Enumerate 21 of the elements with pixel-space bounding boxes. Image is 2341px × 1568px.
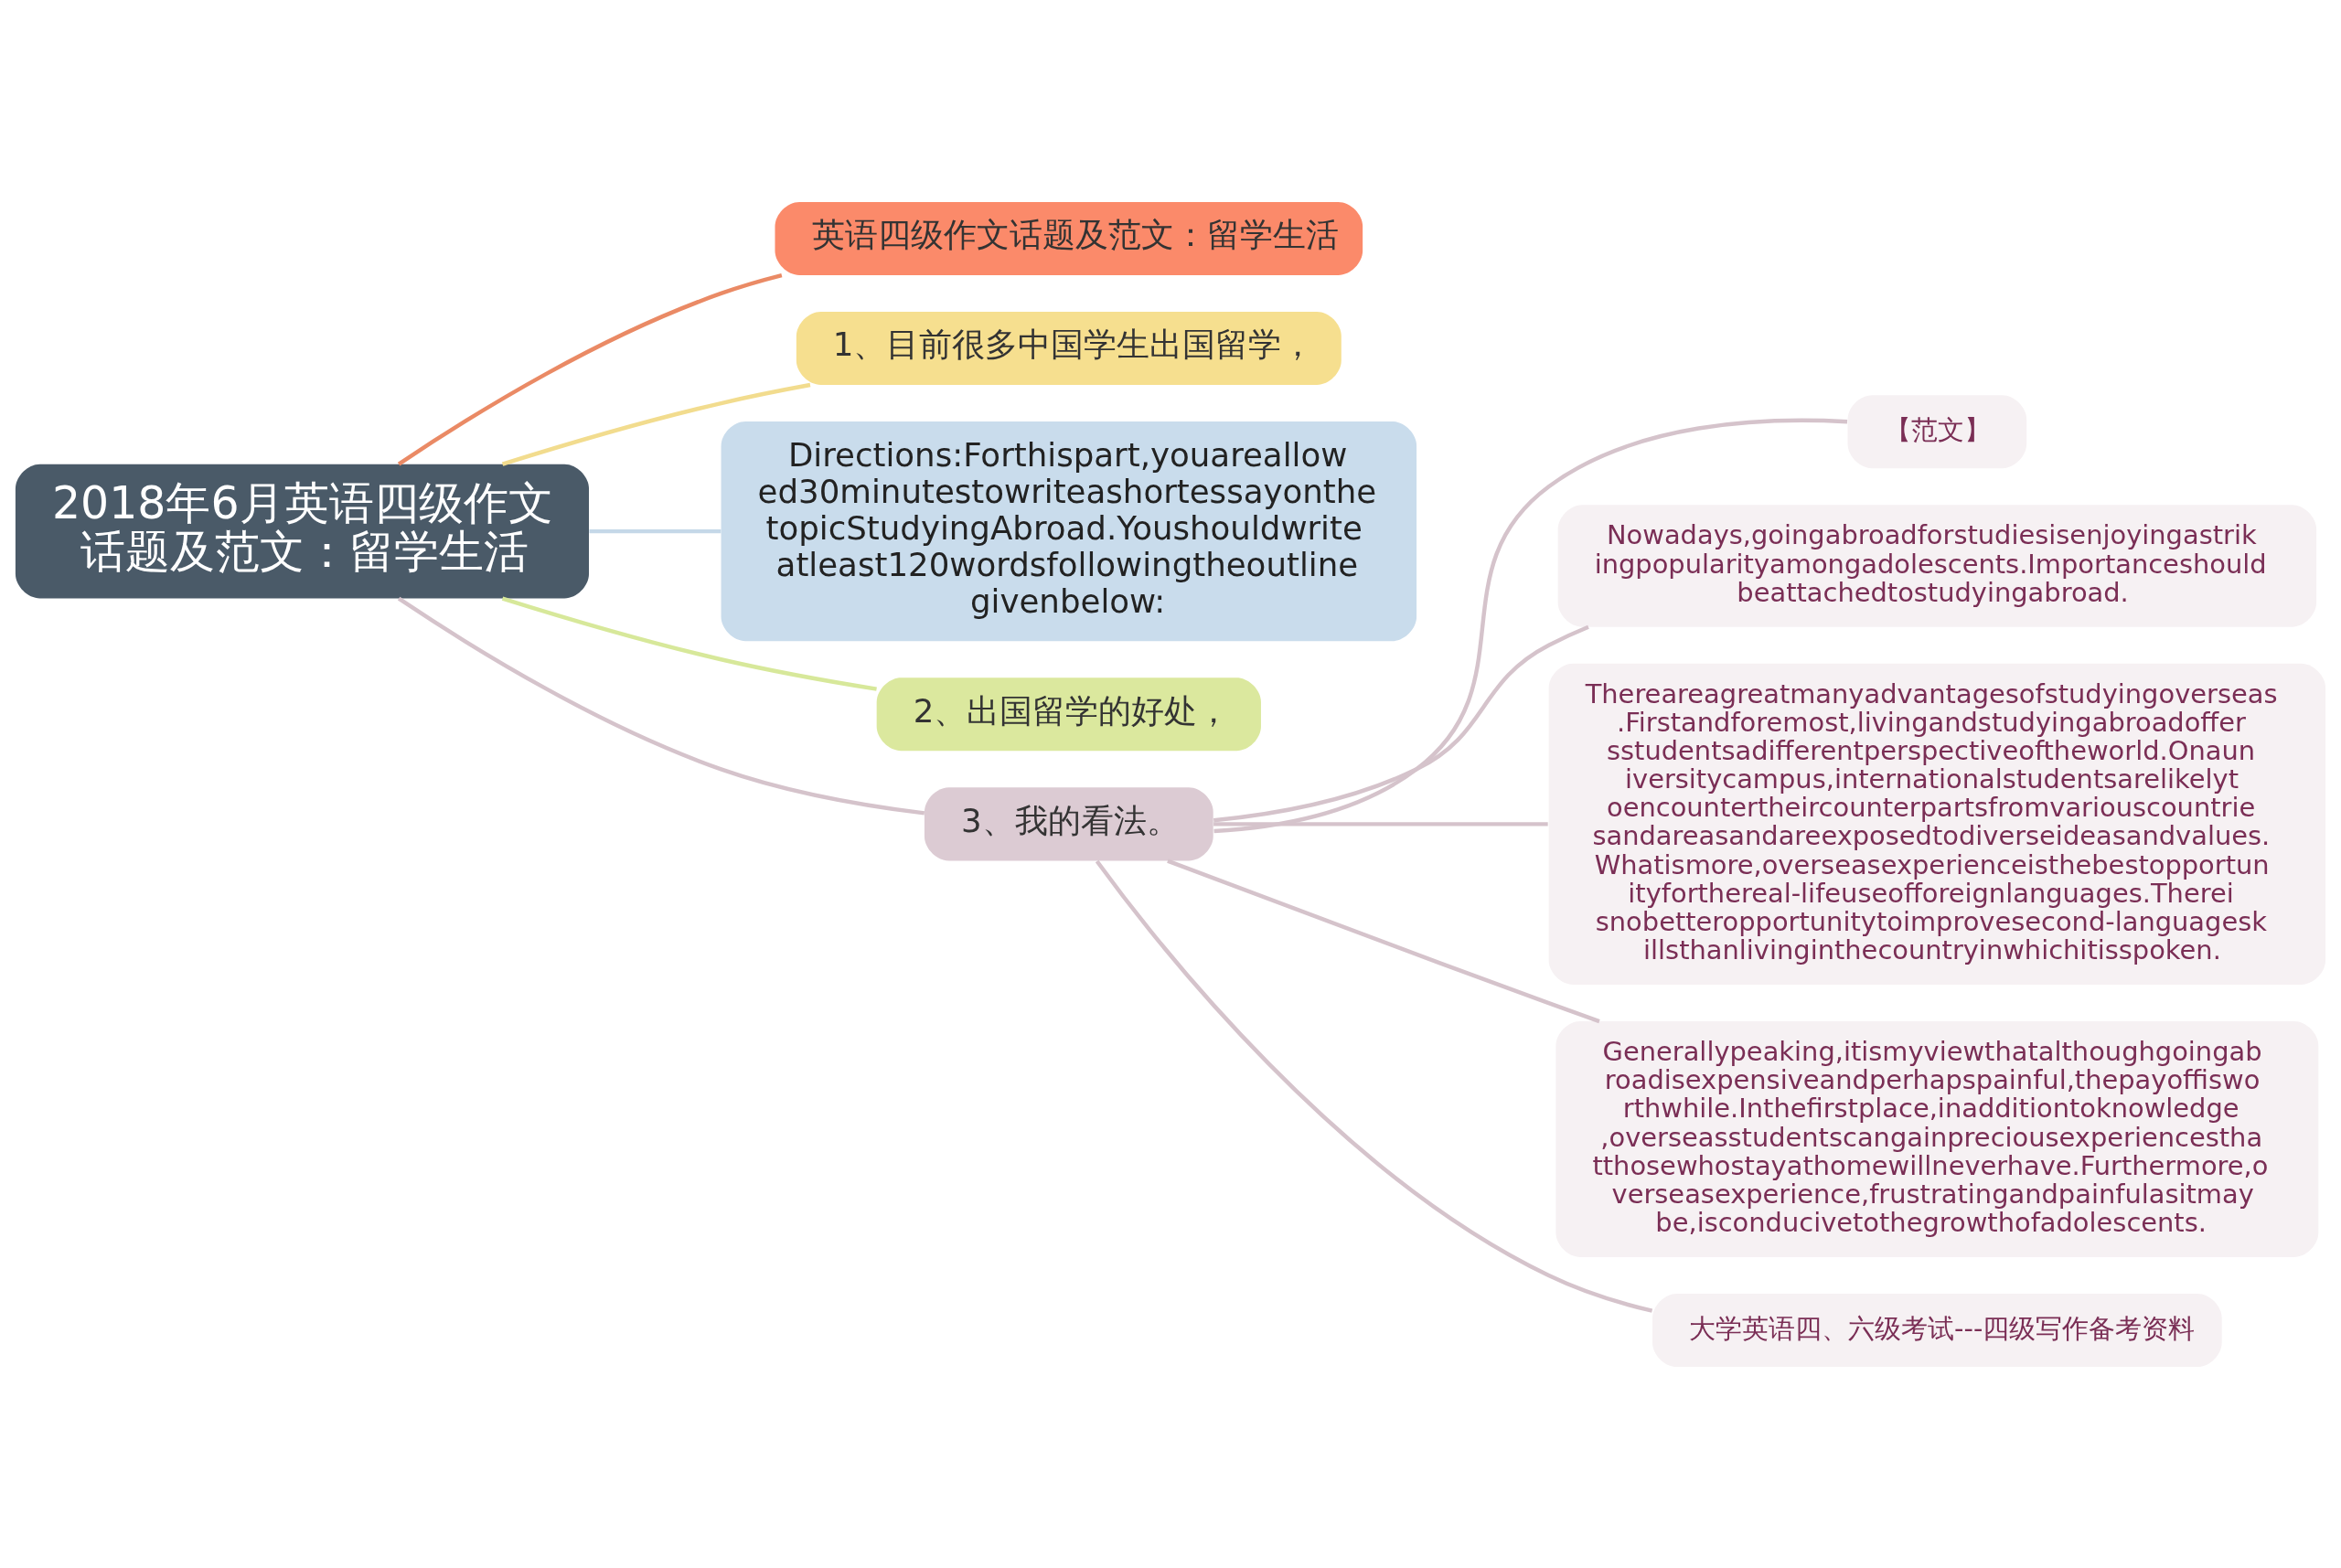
node-box: Nowadays,goingabroadforstudiesisenjoyingastrikingpopularityamongadolescents.Importanceshouldbeattachedtostudyingabroad.	[1557, 504, 2317, 627]
node-box: 英语四级作文话题及范文：留学生活	[775, 201, 1363, 275]
connector	[1213, 821, 1548, 827]
node-box: 2、出国留学的好处，	[876, 677, 1261, 751]
connector	[1167, 859, 1600, 1023]
node-box: 1、目前很多中国学生出国留学，	[796, 311, 1342, 385]
connector	[501, 595, 877, 691]
node-box: 【范文】	[1847, 394, 2027, 468]
node-box: 2018年6月英语四级作文话题及范文：留学生活	[15, 464, 589, 599]
connector	[397, 596, 925, 816]
connector	[589, 528, 722, 533]
node-box: 大学英语四、六级考试---四级写作备考资料	[1652, 1293, 2222, 1367]
connector	[501, 382, 811, 466]
node-box: Generallypeaking,itismyviewthatalthoughgoingabroadisexpensiveandperhapspainful,thepayoffisworthwhile.Inthefirstplace,inadditiontoknowledge,overseasstudentscangainpreciousexperiencesthatthosewhostayathomewillneverhave.Furthermore,overseasexperience,frustratingandpainfulasitmaybe,isconducivetothegrowthofadolescents.	[1555, 1020, 2319, 1257]
connector	[397, 272, 783, 465]
node-box: Thereareagreatmanyadvantagesofstudyingoverseas.Firstandforemost,livingandstudyingabroadoffersstudentsadifferentperspectiveoftheworld.Onauniversitycampus,internationalstudentsarelikelytoencountertheircounterpartsfromvariouscountriesandareasandareexposedtodiverseideasandvalues.Whatismore,overseasexperienceisthebestopportunityforthereal-lifeuseofforeignlanguages.Thereisnobetteropportunitytoimprovesecond-languageskillsthanlivinginthecountryinwhichitisspoken.	[1548, 663, 2326, 985]
connector	[1213, 624, 1589, 822]
connector	[1213, 418, 1848, 833]
connector	[1095, 859, 1653, 1313]
node-box: 3、我的看法。	[924, 786, 1213, 860]
node-box: Directions:Forthispart,youareallowed30minutestowriteashortessayonthetopicStudyingAbroad.Youshouldwriteatleast120wordsfollowingtheoutlinegivenbelow:	[721, 421, 1417, 641]
